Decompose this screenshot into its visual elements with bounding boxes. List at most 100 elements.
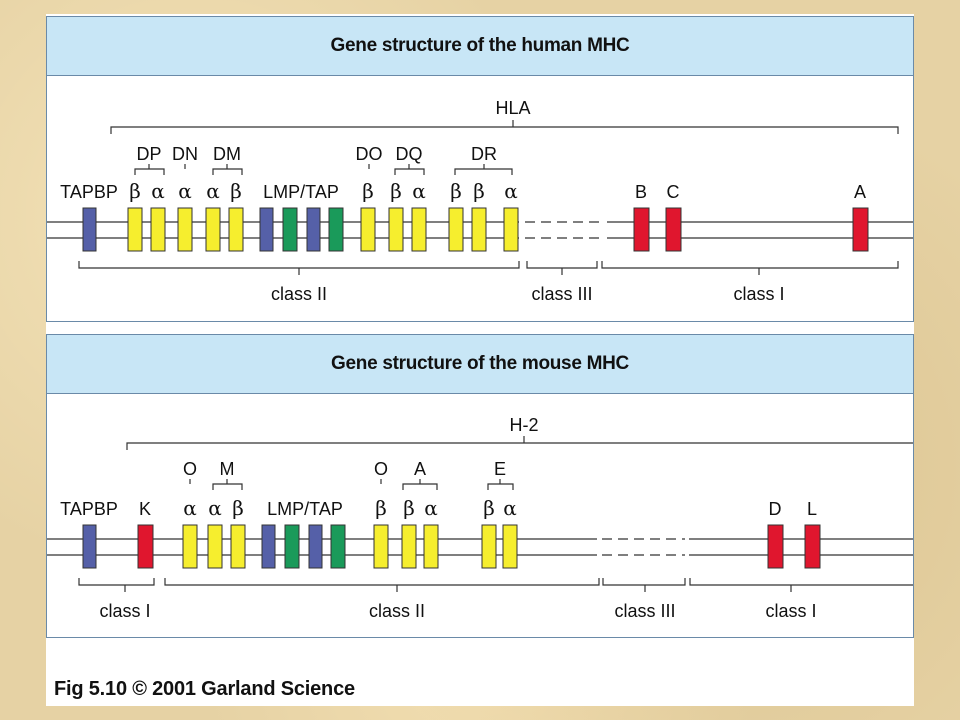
gene-e-beta	[481, 524, 497, 569]
class2-label: class II	[369, 601, 425, 621]
e-bracket	[487, 479, 514, 490]
class1-right-label: class I	[765, 601, 816, 621]
e-label: E	[494, 459, 506, 479]
lmp-tap-label: LMP/TAP	[267, 499, 343, 519]
gene-k-label: K	[139, 499, 151, 519]
gene-lmp-1	[259, 207, 274, 252]
class3-bracket	[526, 261, 598, 275]
gene-dm-alpha	[205, 207, 221, 252]
gene-d	[767, 524, 784, 569]
greek-a-alpha: α	[424, 496, 438, 520]
greek-dr-beta-1: β	[450, 179, 462, 203]
gene-b-label: B	[635, 182, 647, 202]
gene-do-beta	[360, 207, 376, 252]
tapbp-label: TAPBP	[60, 499, 118, 519]
gene-a-beta	[401, 524, 417, 569]
gene-dp-beta	[127, 207, 143, 252]
dp-bracket	[134, 164, 165, 175]
hla-label: HLA	[495, 98, 530, 118]
gene-tap-1	[284, 524, 300, 569]
greek-dm-beta: β	[230, 179, 242, 203]
gene-d-label: D	[769, 499, 782, 519]
gene-dr-beta-1	[448, 207, 464, 252]
gene-dq-alpha	[411, 207, 427, 252]
m-bracket	[212, 479, 243, 490]
do-label: DO	[356, 144, 383, 164]
human-mhc-panel: Gene structure of the human MHC	[46, 16, 914, 322]
gene-tap-1	[282, 207, 298, 252]
gene-lmp-2	[308, 524, 323, 569]
mouse-mhc-panel: Gene structure of the mouse MHC	[46, 334, 914, 638]
greek-a-beta: β	[403, 496, 415, 520]
gene-o-beta	[373, 524, 389, 569]
figure: Gene structure of the human MHC	[46, 14, 914, 706]
class1-left-bracket	[78, 578, 155, 592]
greek-dp-alpha: α	[151, 179, 165, 203]
gene-o-alpha	[182, 524, 198, 569]
h2-bracket	[126, 436, 913, 450]
greek-dn-alpha: α	[178, 179, 192, 203]
gene-tapbp	[82, 207, 97, 252]
class1-label: class I	[733, 284, 784, 304]
gene-e-alpha	[502, 524, 518, 569]
class2-label: class II	[271, 284, 327, 304]
gene-lmp-1	[261, 524, 276, 569]
a-bracket	[402, 479, 438, 490]
class1-bracket	[601, 261, 899, 275]
gene-b	[633, 207, 650, 252]
gene-dr-alpha	[503, 207, 519, 252]
gene-m-alpha	[207, 524, 223, 569]
class1-right-bracket	[689, 578, 913, 592]
gene-m-beta	[230, 524, 246, 569]
dq-bracket	[394, 164, 425, 175]
class3-bracket	[602, 578, 686, 592]
greek-o-beta: β	[375, 496, 387, 520]
greek-m-alpha: α	[208, 496, 222, 520]
dp-label: DP	[136, 144, 161, 164]
class2-bracket	[78, 261, 520, 275]
gene-dm-beta	[228, 207, 244, 252]
dn-label: DN	[172, 144, 198, 164]
tapbp-label: TAPBP	[60, 182, 118, 202]
human-gene-map: HLA DP DN DM DO DQ DR TAPBP LMP/TAP B C …	[47, 98, 913, 304]
gene-a-label: A	[854, 182, 866, 202]
dm-label: DM	[213, 144, 241, 164]
m-label: M	[220, 459, 235, 479]
greek-o-alpha: α	[183, 496, 197, 520]
gene-k	[137, 524, 154, 569]
gene-dp-alpha	[150, 207, 166, 252]
gene-l-label: L	[807, 499, 817, 519]
class3-label: class III	[614, 601, 675, 621]
greek-do-beta: β	[362, 179, 374, 203]
gene-lmp-2	[306, 207, 321, 252]
h2-label: H-2	[509, 415, 538, 435]
mouse-gene-map: H-2 O M O A E TAPBP K LMP/TAP D L class …	[47, 415, 913, 621]
gene-dr-beta-2	[471, 207, 487, 252]
class1-left-label: class I	[99, 601, 150, 621]
greek-e-beta: β	[483, 496, 495, 520]
o1-label: O	[183, 459, 197, 479]
greek-dr-beta-2: β	[473, 179, 485, 203]
gene-c-label: C	[667, 182, 680, 202]
greek-dm-alpha: α	[206, 179, 220, 203]
human-panel-title: Gene structure of the human MHC	[47, 17, 913, 76]
figure-caption: Fig 5.10 © 2001 Garland Science	[54, 678, 355, 700]
class2-bracket	[164, 578, 600, 592]
greek-e-alpha: α	[503, 496, 517, 520]
greek-dp-beta: β	[129, 179, 141, 203]
lmp-tap-label: LMP/TAP	[263, 182, 339, 202]
greek-dr-alpha: α	[504, 179, 518, 203]
mouse-panel-title: Gene structure of the mouse MHC	[47, 335, 913, 394]
gene-tap-2	[328, 207, 344, 252]
greek-m-beta: β	[232, 496, 244, 520]
o2-label: O	[374, 459, 388, 479]
dr-label: DR	[471, 144, 497, 164]
class3-label: class III	[531, 284, 592, 304]
a-label: A	[414, 459, 426, 479]
gene-dn-alpha	[177, 207, 193, 252]
dq-label: DQ	[396, 144, 423, 164]
dm-bracket	[212, 164, 243, 175]
gene-a	[852, 207, 869, 252]
gene-tapbp	[82, 524, 97, 569]
gene-a-alpha	[423, 524, 439, 569]
